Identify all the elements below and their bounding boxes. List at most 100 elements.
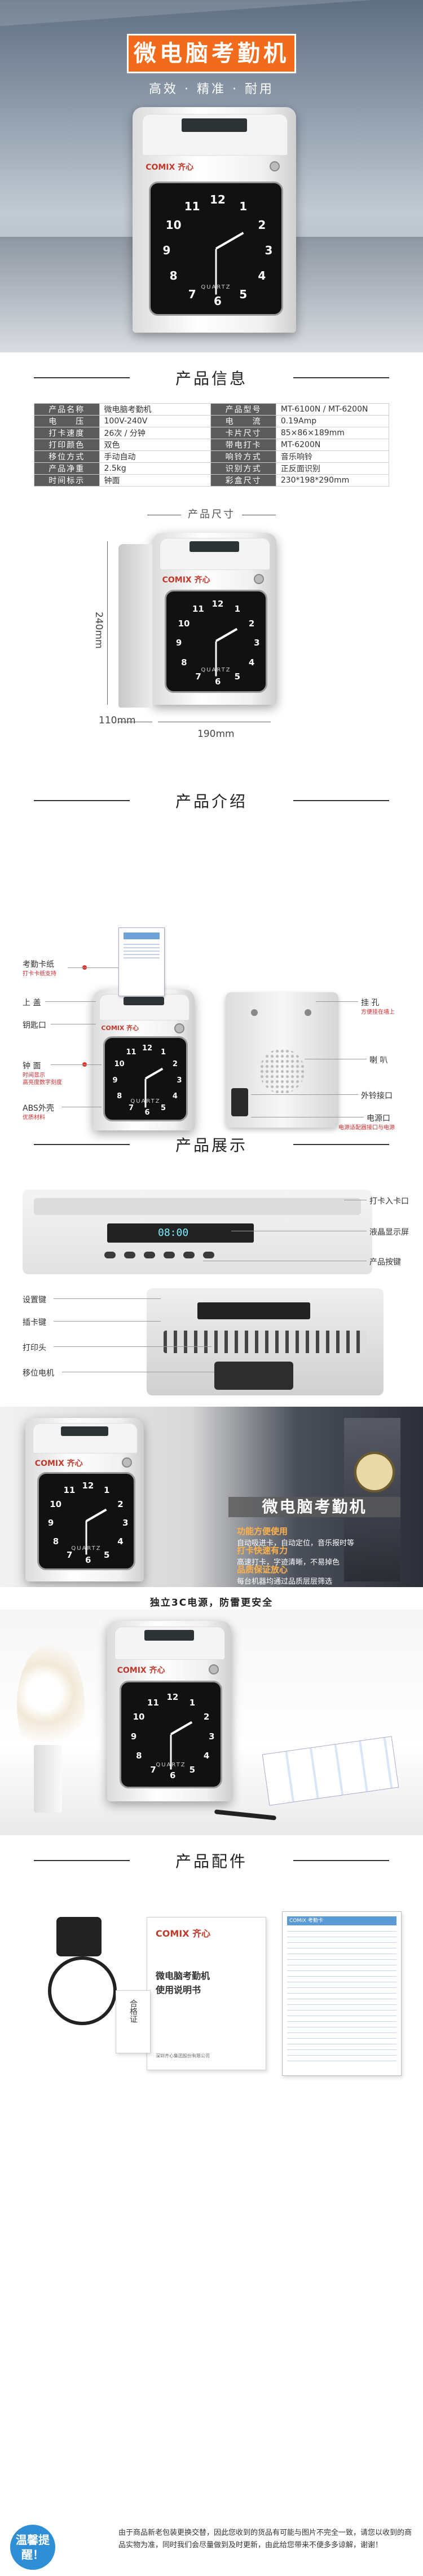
clock-number: 10 xyxy=(165,218,182,232)
clock-number: 9 xyxy=(112,1076,118,1085)
intro-top-panel: 08:00 xyxy=(23,1190,372,1274)
hero-banner: 微电脑考勤机 高效 · 精准 · 耐用 COMIX 齐心 QUARTZ 1212… xyxy=(0,0,423,352)
power-adapter xyxy=(56,1917,102,1956)
callout-key-hole: 钥匙口 xyxy=(23,1021,46,1030)
lcd-text: 08:00 xyxy=(158,1227,189,1239)
speaker-grill xyxy=(259,1049,305,1094)
device-side xyxy=(118,544,152,708)
hero-subtitle: 高效 · 精准 · 耐用 xyxy=(149,82,274,96)
key-hole-icon xyxy=(174,1023,184,1033)
spec-key: 打印颜色 xyxy=(34,439,100,451)
brand-logo: COMIX 齐心 xyxy=(101,1024,139,1032)
clock-number: 9 xyxy=(47,1517,54,1528)
spec-key: 识别方式 xyxy=(210,462,276,475)
time-cards xyxy=(262,1736,399,1806)
feature-title: 功能方便使用 xyxy=(237,1526,288,1536)
clock-number: 12 xyxy=(142,1044,153,1053)
notice-text: 由于商品新老包装更换交替，因此您收到的货品有可能与图片不完全一致，请您以收到的商… xyxy=(118,2529,412,2550)
feature-title: 打卡快速有力 xyxy=(237,1545,288,1556)
size-title: 产品尺寸 xyxy=(0,506,423,521)
vase xyxy=(34,1745,62,1813)
spec-key: 产品净重 xyxy=(34,462,100,475)
clock-number: 8 xyxy=(181,657,187,668)
spec-value: 85×86×189mm xyxy=(275,427,390,439)
clock-number: 2 xyxy=(172,1060,178,1068)
feature-desc: 每台机器均通过品质层层筛选 xyxy=(237,1578,333,1586)
manual-footer: 深圳齐心集团股份有限公司 xyxy=(156,2053,210,2058)
clock-number: 4 xyxy=(117,1536,124,1547)
spec-value: 26次 / 分钟 xyxy=(99,427,211,439)
callout-ext-bell: 外铃接口 xyxy=(361,1092,393,1101)
spec-value: MT-6200N xyxy=(275,439,390,451)
hour-hand xyxy=(170,1721,193,1736)
clock-number: 8 xyxy=(117,1092,122,1101)
hour-hand xyxy=(215,232,244,250)
spec-key: 响铃方式 xyxy=(210,450,276,463)
section-header-accessories: 产品配件 xyxy=(0,1844,423,1877)
lcd-display: 08:00 xyxy=(107,1223,254,1243)
callout-card-sub: 打卡卡纸支持 xyxy=(23,971,56,977)
callout-hang-sub: 方便挂在墙上 xyxy=(361,1009,395,1015)
clock-number: 2 xyxy=(258,218,266,232)
clock-number: 7 xyxy=(188,288,196,302)
minute-hand xyxy=(170,1734,172,1770)
clock-number: 2 xyxy=(203,1712,210,1722)
manual-subtitle: 使用说明书 xyxy=(156,1985,201,1995)
clock-number: 6 xyxy=(85,1554,91,1565)
lcd-screen xyxy=(182,118,247,132)
callout-card-slot2: 插卡键 xyxy=(23,1318,46,1327)
spec-key: 彩盒尺寸 xyxy=(210,474,276,487)
feature-title: 品质保证放心 xyxy=(237,1565,288,1575)
clock-number: 8 xyxy=(52,1536,59,1547)
clock-number: 7 xyxy=(66,1549,73,1560)
power-port xyxy=(231,1088,248,1116)
cert-line: 独立3C电源，防雷更安全 xyxy=(149,1597,274,1609)
minute-hand xyxy=(215,249,217,295)
key-row xyxy=(164,1331,367,1353)
spec-value: 正反面识别 xyxy=(275,462,390,475)
clock-number: 1 xyxy=(104,1485,110,1496)
callout-card-slot: 打卡入卡口 xyxy=(369,1197,409,1206)
clock-number: 6 xyxy=(215,677,221,687)
callout-clock-face: 钟 面 xyxy=(23,1062,41,1071)
clock-number: 11 xyxy=(192,604,204,615)
clock-number: 11 xyxy=(63,1485,76,1496)
callout-abs-sub: 优质材料 xyxy=(23,1115,45,1121)
manual-logo: COMIX 齐心 xyxy=(156,1928,211,1939)
clock-number: 12 xyxy=(210,192,226,206)
feature-item: 打卡快速有力高速打卡，字迹清晰，不易掉色 xyxy=(237,1544,340,1567)
clock-number: 1 xyxy=(234,604,241,615)
key-hole-icon xyxy=(209,1664,219,1674)
callout-power-sub: 电源适配器接口与电源 xyxy=(338,1125,395,1131)
callout-lcd: 液晶显示屏 xyxy=(369,1228,409,1237)
clock-number: 4 xyxy=(248,657,255,668)
pen xyxy=(214,1809,277,1821)
spec-value: 音乐响铃 xyxy=(275,450,390,463)
clock-number: 1 xyxy=(189,1697,196,1708)
manual-title: 微电脑考勤机 xyxy=(156,1970,210,1981)
minute-hand xyxy=(215,641,217,677)
callout-hang-hole: 挂 孔 xyxy=(361,998,380,1008)
clock-number: 4 xyxy=(258,269,266,283)
callout-power: 电源口 xyxy=(367,1114,390,1123)
hero-title: 微电脑考勤机 xyxy=(127,34,296,73)
clock-number: 9 xyxy=(162,244,171,257)
spec-key: 打卡速度 xyxy=(34,427,100,439)
spec-row: 移位方式手动自动响铃方式音乐响铃 xyxy=(34,450,390,463)
clock-number: 1 xyxy=(239,199,248,213)
callout-set-keys: 设置键 xyxy=(23,1296,46,1305)
spec-value: 钟面 xyxy=(99,474,211,487)
spec-key: 电 压 xyxy=(34,415,100,427)
